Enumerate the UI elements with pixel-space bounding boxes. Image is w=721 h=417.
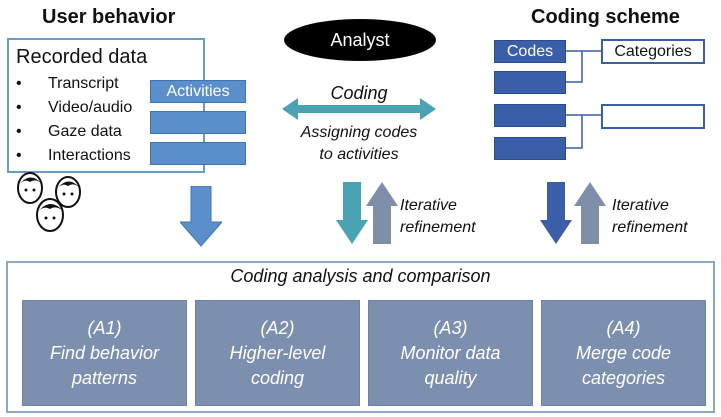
coding-scheme-heading: Coding scheme <box>531 6 680 28</box>
list-item-label: Gaze data <box>48 123 122 140</box>
analysis-box-a2: (A2) Higher-level coding <box>195 300 360 406</box>
code-category-connectors <box>566 50 601 149</box>
code-bar-3 <box>494 104 566 127</box>
analysis-box-line1: Find behavior <box>49 342 160 363</box>
recorded-data-list: • Transcript • Video/audio • Gaze data • Int… <box>16 72 132 168</box>
analysis-box-id: (A4) <box>606 317 641 338</box>
coding-subtitle-line2: to activities <box>319 146 399 163</box>
analysis-box-line1: Merge code <box>575 342 672 363</box>
bullet: • <box>16 123 22 140</box>
refinement-line2: refinement <box>400 219 476 236</box>
double-arrow-icon <box>282 98 436 120</box>
down-arrow-icon <box>336 182 368 244</box>
analysis-box-id: (A2) <box>260 317 295 338</box>
analysis-box-line2: coding <box>250 367 305 388</box>
refinement-line1-right: Iterative <box>612 197 669 214</box>
coding-label: Coding <box>330 83 388 103</box>
categories-label: Categories <box>614 43 692 60</box>
refinement-line1: Iterative <box>400 197 457 214</box>
up-arrow-icon <box>574 182 606 244</box>
activities-label: Activities <box>166 83 230 100</box>
bullet: • <box>16 147 22 164</box>
analysis-box-line1: Higher-level <box>229 342 326 363</box>
analysis-title: Coding analysis and comparison <box>230 266 491 286</box>
recorded-data-box <box>7 38 205 173</box>
list-item: • Transcript <box>16 72 132 96</box>
user-behavior-heading: User behavior <box>42 6 176 28</box>
analysis-box-a1: (A1) Find behavior patterns <box>22 300 187 406</box>
activity-bar-2 <box>150 111 246 134</box>
code-bar-2 <box>494 71 566 94</box>
list-item-label: Interactions <box>48 147 131 164</box>
down-arrow-icon <box>540 182 572 244</box>
list-item-label: Transcript <box>48 75 119 92</box>
bullet: • <box>16 75 22 92</box>
user-faces-icon <box>17 172 81 232</box>
refinement-line2-right: refinement <box>612 219 688 236</box>
activity-bar-3 <box>150 142 246 165</box>
code-bar-1: Codes <box>494 40 566 63</box>
list-item-label: Video/audio <box>48 99 133 116</box>
analysis-box-id: (A1) <box>87 317 122 338</box>
analysis-box-line2: categories <box>581 367 666 388</box>
categories-box-1: Categories <box>601 39 705 64</box>
analyst-ellipse: Analyst <box>284 19 436 61</box>
analysis-box-a4: (A4) Merge code categories <box>541 300 706 406</box>
recorded-data-title: Recorded data <box>16 46 148 68</box>
list-item: • Interactions <box>16 144 132 168</box>
up-arrow-icon <box>366 182 398 244</box>
list-item: • Gaze data <box>16 120 132 144</box>
analysis-box-id: (A3) <box>433 317 468 338</box>
activity-bar-1: Activities <box>150 80 246 103</box>
codes-label: Codes <box>506 43 554 60</box>
analysis-box-line1: Monitor data <box>400 342 501 363</box>
list-item: • Video/audio <box>16 96 132 120</box>
analysis-box-line2: quality <box>424 367 477 388</box>
down-arrow-icon <box>180 186 222 247</box>
categories-box-2 <box>601 104 705 129</box>
coding-subtitle-line1: Assigning codes <box>300 124 418 141</box>
analysis-box-line2: patterns <box>71 367 138 388</box>
analysis-box-a3: (A3) Monitor data quality <box>368 300 533 406</box>
code-bar-4 <box>494 137 566 160</box>
bullet: • <box>16 99 22 116</box>
